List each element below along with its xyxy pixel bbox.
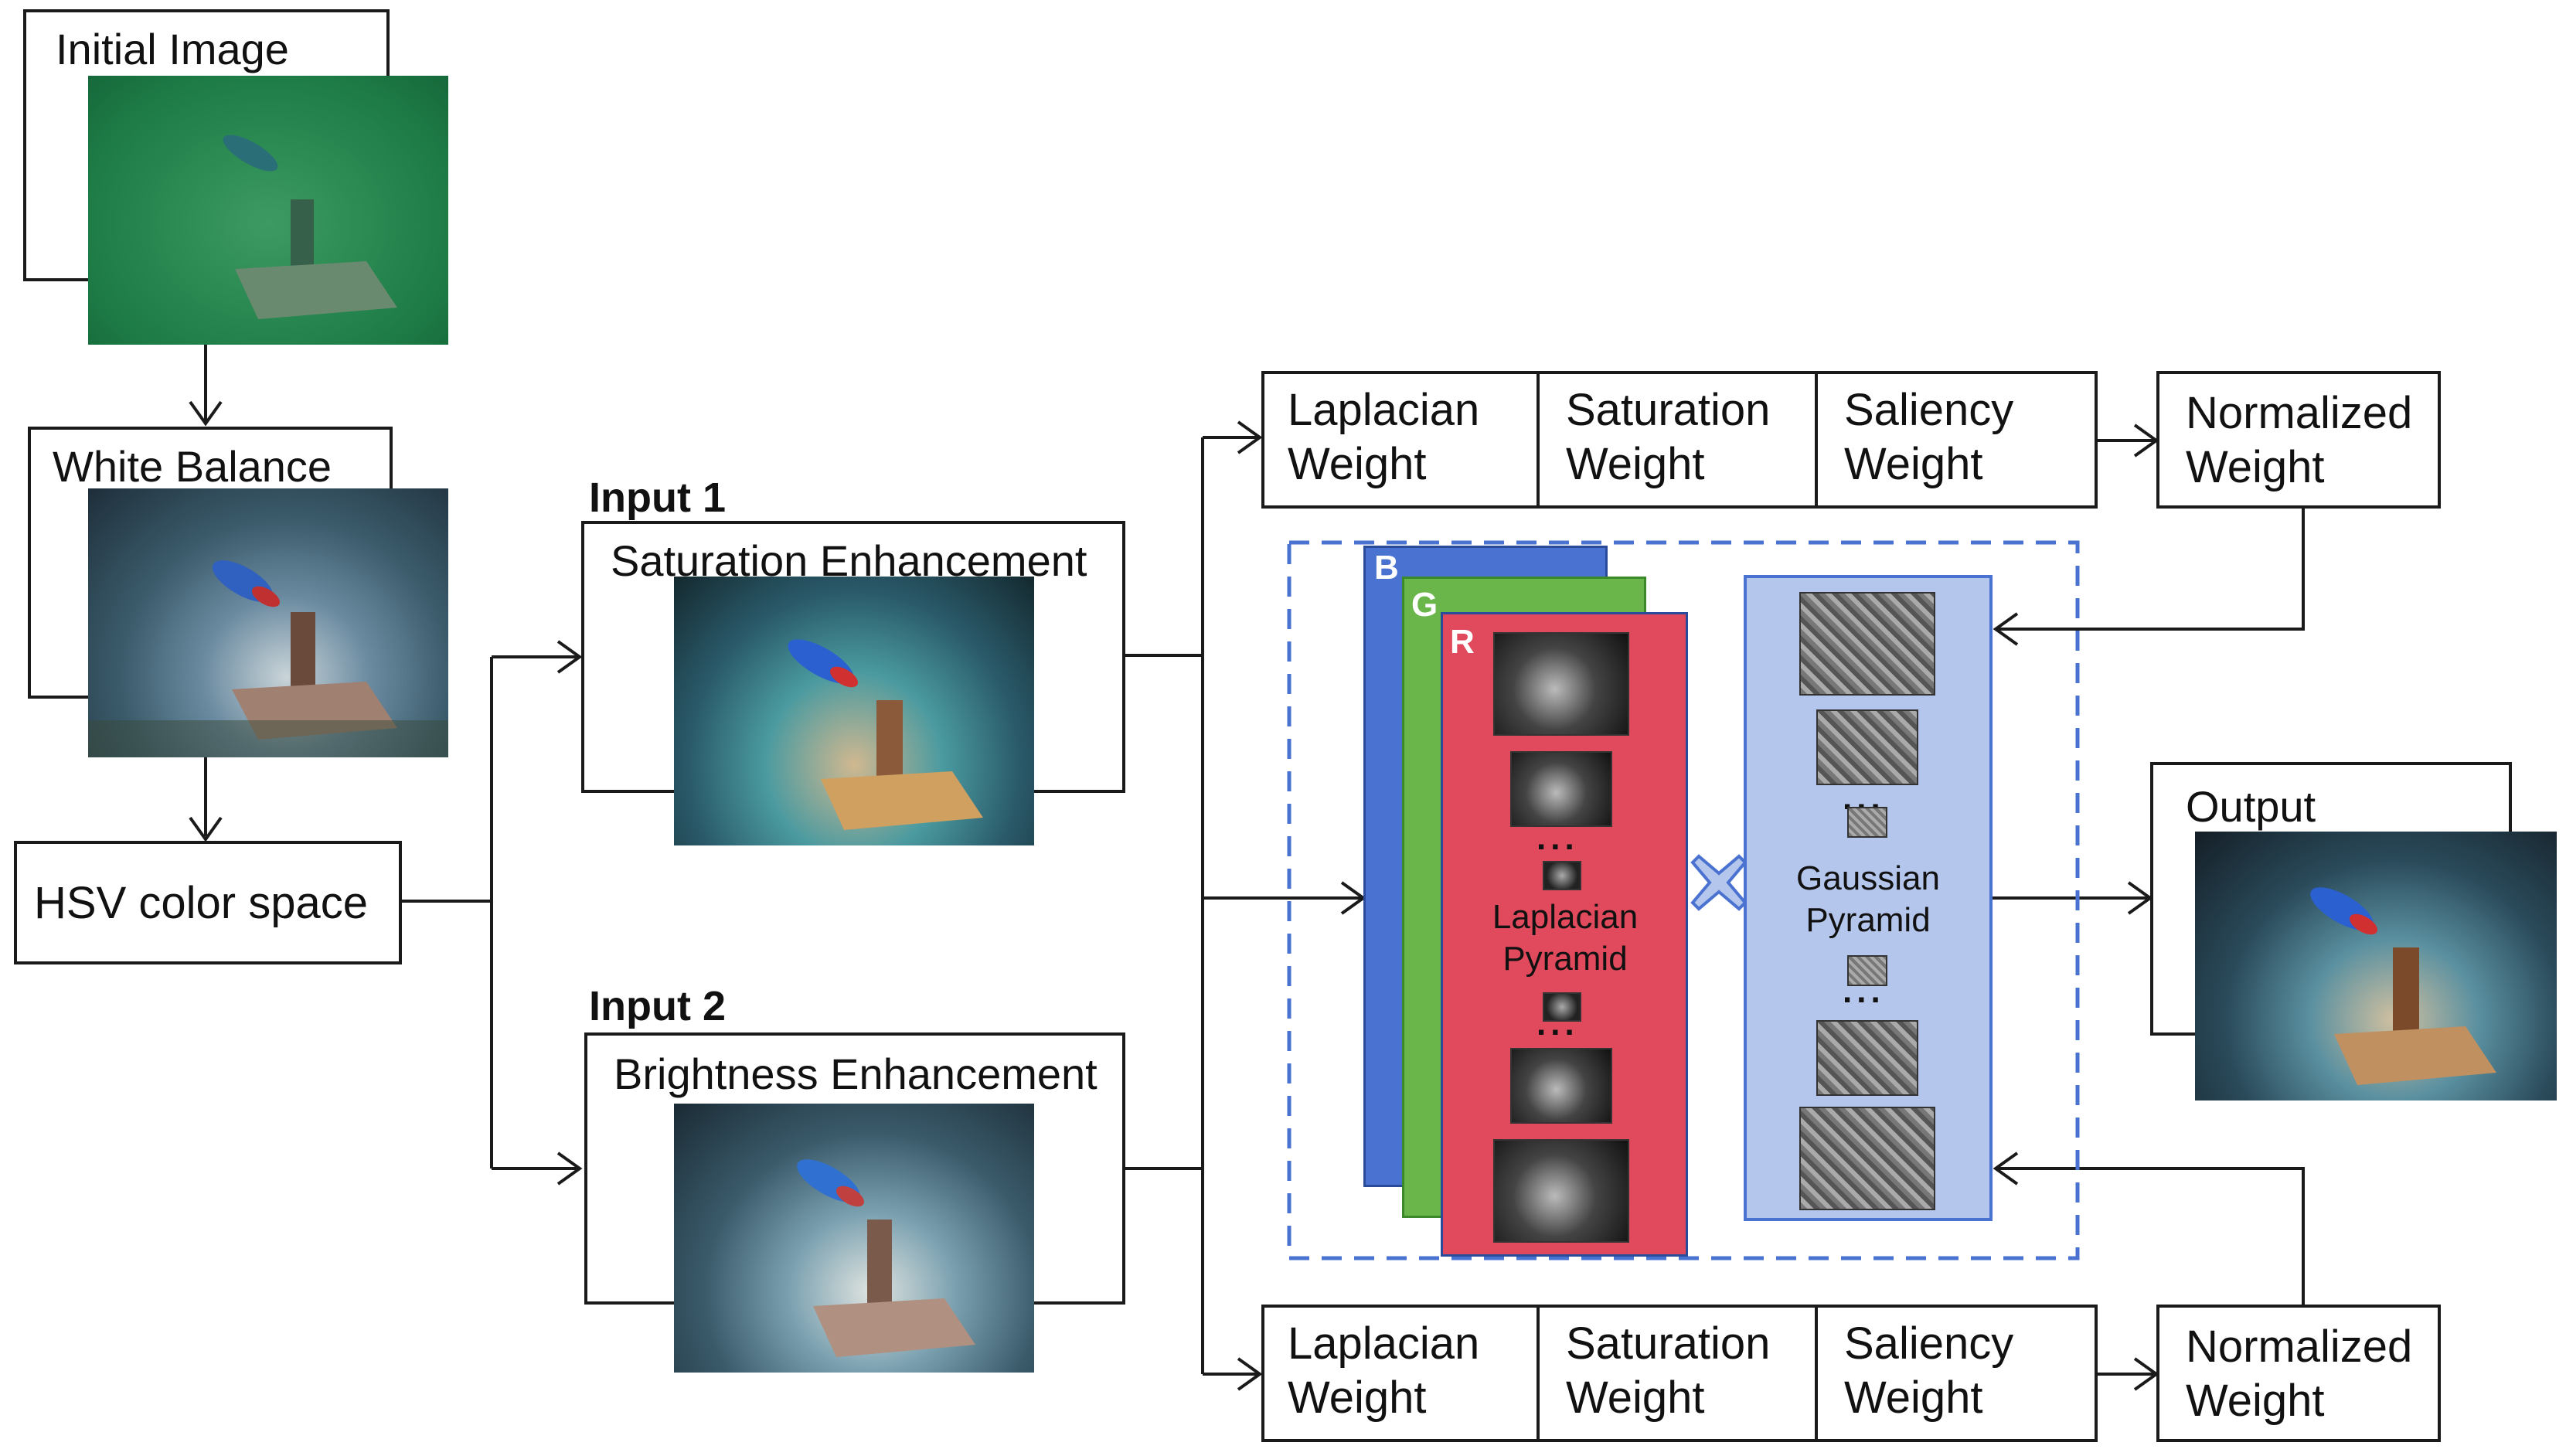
weight-line-1: Normalized (2186, 388, 2413, 438)
weight-line-1: Saliency (1844, 1318, 2014, 1369)
weight-line-2: Weight (1844, 439, 1983, 489)
laplacian-pyramid-label: Laplacian Pyramid (1468, 896, 1662, 980)
ellipsis-dots: ... (1537, 1005, 1579, 1043)
divider (1815, 1305, 1818, 1442)
laplacian-pyramid-line-1: Laplacian (1492, 898, 1639, 936)
gaussian-level-6 (1799, 1107, 1935, 1210)
weight-line-2: Weight (2186, 442, 2325, 492)
input1-title: Input 1 (589, 475, 726, 521)
top-normalized-weight: Normalized Weight (2156, 371, 2441, 509)
gaussian-level-2 (1816, 709, 1918, 785)
initial-image-label: Initial Image (56, 25, 289, 73)
bottom-laplacian-weight: Laplacian Weight (1261, 1305, 1537, 1442)
weight-line-1: Saturation (1566, 385, 1771, 435)
bottom-weights-group (1261, 1305, 2098, 1442)
output-fused-photo (2195, 832, 2557, 1101)
gaussian-level-5 (1816, 1020, 1918, 1096)
laplacian-level-6 (1493, 1139, 1629, 1243)
weight-line-1: Saliency (1844, 385, 2014, 435)
input2-label: Brightness Enhancement (614, 1049, 1098, 1098)
ellipsis-dots: ... (1843, 972, 1885, 1010)
laplacian-level-4 (1543, 992, 1581, 1022)
weight-line-2: Weight (1288, 1373, 1427, 1423)
bottom-saturation-weight: Saturation Weight (1540, 1305, 1815, 1442)
red-channel-label: R (1450, 623, 1475, 661)
weight-line-1: Normalized (2186, 1322, 2413, 1372)
laplacian-pyramid-line-2: Pyramid (1503, 940, 1628, 978)
laplacian-level-3 (1543, 861, 1581, 890)
top-saturation-weight: Saturation Weight (1540, 371, 1815, 509)
weight-line-2: Weight (1566, 439, 1705, 489)
weight-line-1: Saturation (1566, 1318, 1771, 1369)
weight-line-2: Weight (1844, 1373, 1983, 1423)
weight-line-2: Weight (1288, 439, 1427, 489)
divider (1815, 371, 1818, 509)
hsv-label: HSV color space (34, 878, 368, 928)
bottom-saliency-weight: Saliency Weight (1818, 1305, 2093, 1442)
laplacian-level-2 (1510, 751, 1612, 827)
input2-title: Input 2 (589, 983, 726, 1029)
top-saliency-weight: Saliency Weight (1818, 371, 2093, 509)
gaussian-pyramid-line-1: Gaussian (1796, 859, 1940, 897)
gaussian-level-1 (1799, 592, 1935, 696)
top-laplacian-weight: Laplacian Weight (1261, 371, 1537, 509)
blue-channel-label: B (1374, 549, 1399, 587)
saturation-enhanced-photo (674, 577, 1034, 845)
weight-line-2: Weight (1566, 1373, 1705, 1423)
green-channel-label: G (1411, 586, 1438, 624)
white-balanced-photo (88, 488, 448, 757)
laplacian-level-1 (1493, 632, 1629, 736)
bottom-normalized-weight: Normalized Weight (2156, 1305, 2441, 1442)
brightness-enhanced-photo (674, 1104, 1034, 1373)
output-label: Output (2186, 782, 2316, 831)
gaussian-pyramid-label: Gaussian Pyramid (1771, 858, 1965, 941)
cross-multiply-icon (1688, 852, 1750, 913)
laplacian-level-5 (1510, 1048, 1612, 1124)
divider (1537, 371, 1540, 509)
white-balance-label: White Balance (53, 442, 332, 491)
weight-line-2: Weight (2186, 1376, 2325, 1426)
initial-underwater-photo (88, 76, 448, 345)
ellipsis-dots: ... (1537, 819, 1579, 857)
gaussian-level-4 (1847, 955, 1887, 986)
gaussian-pyramid-line-2: Pyramid (1805, 901, 1931, 939)
weight-line-1: Laplacian (1288, 1318, 1480, 1369)
hsv-node (14, 841, 402, 964)
gaussian-level-3 (1847, 807, 1887, 838)
divider (1537, 1305, 1540, 1442)
top-weights-group (1261, 371, 2098, 509)
weight-line-1: Laplacian (1288, 385, 1480, 435)
